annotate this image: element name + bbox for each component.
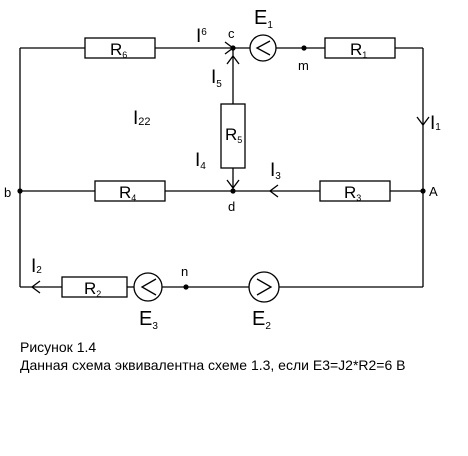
label-r4: R4: [119, 183, 136, 203]
label-i22: I22: [133, 108, 151, 129]
source-e2-symbol: [248, 271, 280, 303]
label-i1: I1: [430, 113, 441, 134]
label-r1: R1: [350, 40, 367, 60]
node-m-dot: [301, 45, 307, 51]
label-r5: R5: [225, 125, 242, 145]
wires: [19, 47, 424, 288]
label-node-a: A: [429, 184, 438, 199]
resistor-r4: [94, 180, 166, 202]
arrow-i3-icon: [268, 184, 279, 198]
source-e3-symbol: [133, 272, 163, 302]
label-i4: I4: [195, 150, 206, 172]
label-e3: E3: [139, 308, 158, 332]
source-e1-symbol: [249, 34, 277, 62]
label-node-m: m: [298, 58, 309, 73]
label-node-b: b: [4, 185, 11, 200]
node-n-dot: [183, 284, 189, 290]
resistor-r6: [84, 37, 156, 59]
label-node-c: c: [228, 26, 235, 41]
label-r3: R3: [344, 183, 361, 203]
arrow-i4-icon: [226, 179, 240, 190]
arrow-i6-icon: [224, 41, 235, 55]
resistor-r2: [61, 276, 128, 298]
node-d-dot: [230, 188, 236, 194]
label-node-n: n: [181, 264, 188, 279]
arrow-i2-icon: [30, 280, 41, 294]
resistor-r3: [319, 180, 391, 202]
resistor-r5: [220, 103, 246, 169]
circuit-diagram: R6 R1 R5 R4 R3 R2 E1 E3 E2 I6 I5 I22 I4 …: [4, 7, 441, 332]
arrow-i5-icon: [226, 54, 240, 65]
label-r6: R6: [110, 40, 127, 60]
node-b-dot: [17, 188, 23, 194]
label-node-d: d: [228, 199, 235, 214]
node-a-dot: [420, 188, 426, 194]
figure-caption-title: Рисунок 1.4: [20, 339, 97, 355]
label-e1: E1: [254, 7, 273, 31]
label-i2: I2: [31, 256, 42, 277]
figure-caption-text: Данная схема эквивалентна схеме 1.3, есл…: [20, 357, 406, 373]
label-i3: I3: [270, 160, 281, 182]
label-e2: E2: [252, 308, 271, 332]
label-i5: I5: [211, 67, 222, 90]
label-i6: I6: [196, 26, 207, 47]
resistor-r1: [324, 37, 396, 59]
arrow-i1-icon: [416, 116, 430, 127]
label-r2: R2: [84, 279, 101, 299]
